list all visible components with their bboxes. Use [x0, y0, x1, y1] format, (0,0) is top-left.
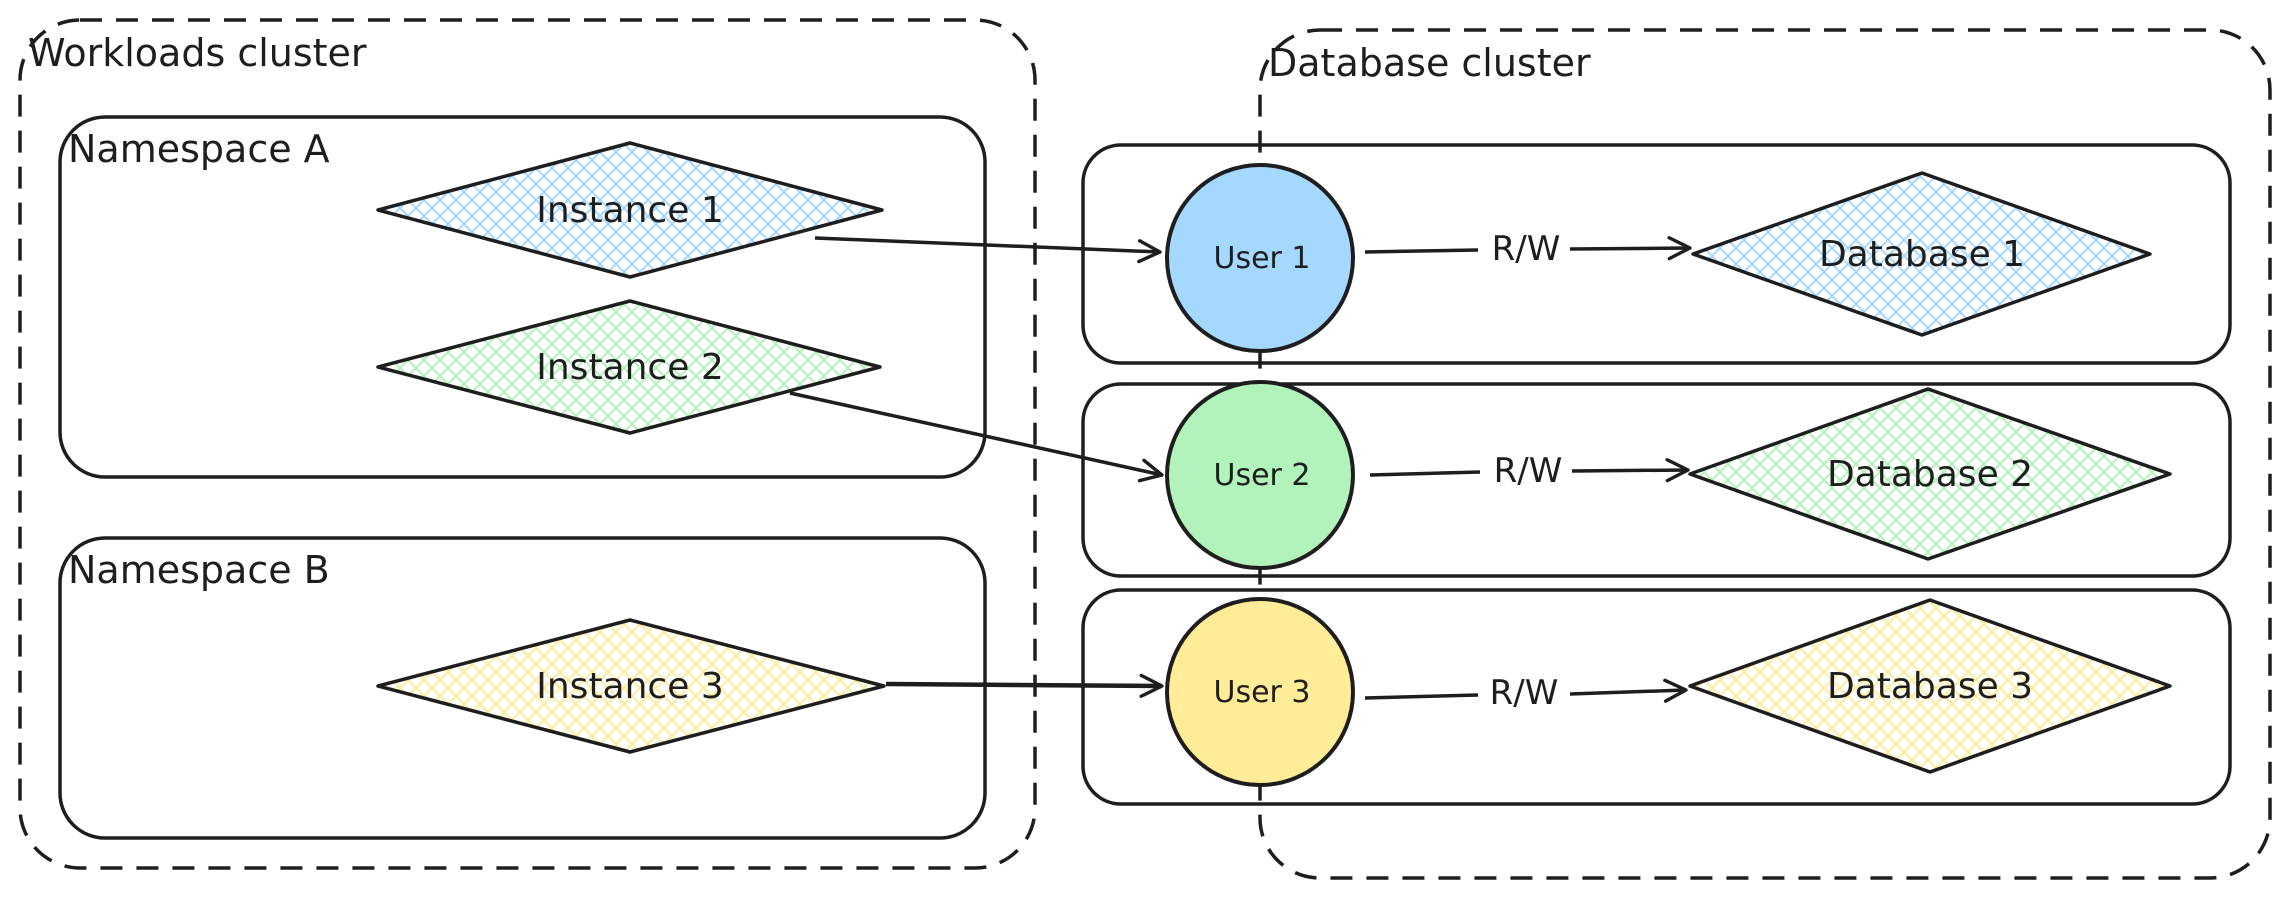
user-2[interactable]: User 2 — [1165, 380, 1355, 570]
db-row-3 — [1081, 588, 2232, 806]
database-2-label: Database 2 — [1827, 454, 2033, 495]
db-row-2 — [1081, 382, 2232, 578]
database-cluster: Database cluster — [1258, 28, 2272, 880]
namespace-b-label: Namespace B — [68, 548, 330, 592]
user-3-label: User 3 — [1213, 675, 1310, 710]
workloads-cluster-label: Workloads cluster — [28, 31, 367, 75]
user-1[interactable]: User 1 — [1165, 163, 1355, 353]
namespace-b: Namespace B — [58, 536, 987, 840]
instance-2[interactable]: Instance 2 — [376, 299, 882, 435]
database-1[interactable]: Database 1 — [1691, 171, 2152, 337]
edge-label-rw-3: R/W — [1490, 673, 1559, 713]
database-3-label: Database 3 — [1827, 666, 2033, 707]
instance-1[interactable]: Instance 1 — [376, 141, 884, 279]
user-1-label: User 1 — [1213, 241, 1310, 276]
edge-label-rw-2: R/W — [1494, 451, 1563, 491]
database-2[interactable]: Database 2 — [1688, 387, 2172, 561]
edge-user2-database2: R/W — [1369, 451, 1688, 491]
db-row-1 — [1081, 143, 2232, 365]
user-2-label: User 2 — [1213, 458, 1310, 493]
edge-user1-database1: R/W — [1364, 229, 1690, 269]
database-1-label: Database 1 — [1819, 234, 2025, 275]
edge-label-rw-1: R/W — [1492, 229, 1561, 269]
workloads-cluster: Workloads cluster — [18, 18, 1037, 870]
instance-1-label: Instance 1 — [536, 190, 723, 231]
namespace-a-label: Namespace A — [68, 127, 330, 171]
user-3[interactable]: User 3 — [1165, 597, 1355, 787]
instance-2-label: Instance 2 — [536, 347, 723, 388]
database-3[interactable]: Database 3 — [1688, 598, 2172, 774]
edge-instance1-user1 — [814, 236, 1162, 264]
database-cluster-label: Database cluster — [1268, 41, 1591, 85]
instance-3-label: Instance 3 — [536, 666, 723, 707]
instance-3[interactable]: Instance 3 — [376, 618, 886, 754]
namespace-a: Namespace A — [58, 115, 987, 479]
edge-instance3-user3 — [885, 673, 1164, 698]
edge-instance2-user2 — [789, 391, 1164, 483]
edge-user3-database3: R/W — [1364, 673, 1686, 713]
